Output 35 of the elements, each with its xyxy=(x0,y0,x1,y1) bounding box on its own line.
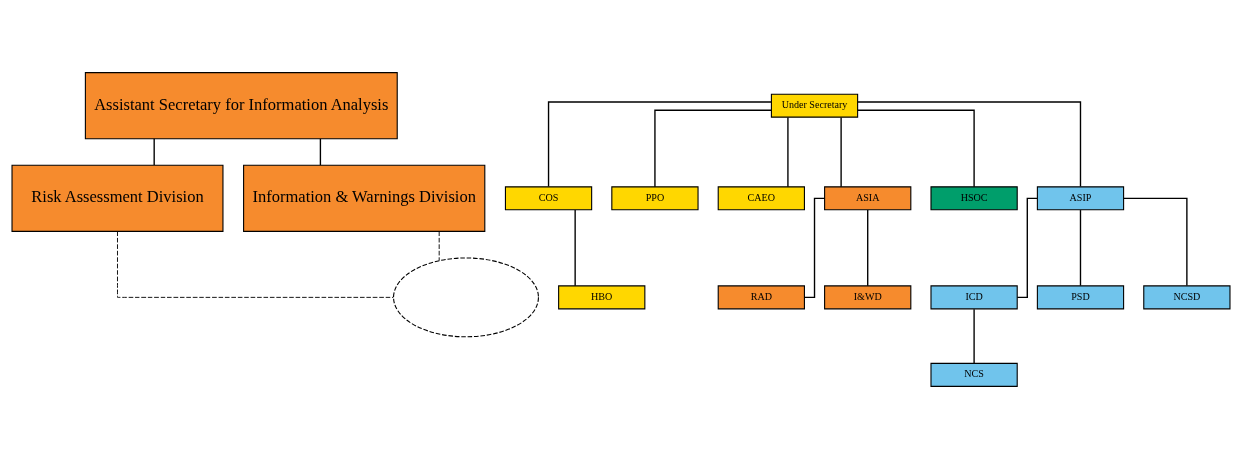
connector xyxy=(867,208,869,286)
node-box: Information & Warnings Division xyxy=(243,164,486,232)
connector xyxy=(803,197,826,298)
connector xyxy=(840,116,842,187)
node-box: I&WD xyxy=(824,284,912,309)
node-box: HSOC xyxy=(930,185,1018,210)
connector xyxy=(547,100,772,187)
connector xyxy=(438,230,440,261)
node-ellipse xyxy=(393,256,539,337)
connector xyxy=(153,137,155,166)
connector xyxy=(319,137,322,166)
node-box: RAD xyxy=(717,284,805,309)
connector xyxy=(117,230,394,298)
connector xyxy=(857,100,1082,187)
connector xyxy=(1079,208,1082,286)
node-box: ICD xyxy=(930,284,1018,309)
node-box: ASIA xyxy=(824,185,912,210)
connector xyxy=(1016,197,1038,298)
node-box: NCS xyxy=(930,362,1018,387)
node-box: ASIP xyxy=(1036,185,1125,210)
connector xyxy=(857,109,975,187)
node-box: CAEO xyxy=(717,185,805,210)
node-box: HBO xyxy=(558,284,646,309)
connector xyxy=(1123,197,1188,286)
connector xyxy=(787,116,789,187)
node-box: PPO xyxy=(611,185,699,210)
node-box: PSD xyxy=(1036,284,1125,309)
node-box: Assistant Secretary for Information Analysis xyxy=(84,71,398,139)
node-box: NCSD xyxy=(1143,284,1231,309)
connector xyxy=(654,109,773,187)
node-box: Under Secretary xyxy=(770,93,859,118)
node-box: Risk Assessment Division xyxy=(11,164,224,232)
connector xyxy=(973,307,975,364)
connector xyxy=(574,208,576,286)
node-box: COS xyxy=(504,185,593,210)
